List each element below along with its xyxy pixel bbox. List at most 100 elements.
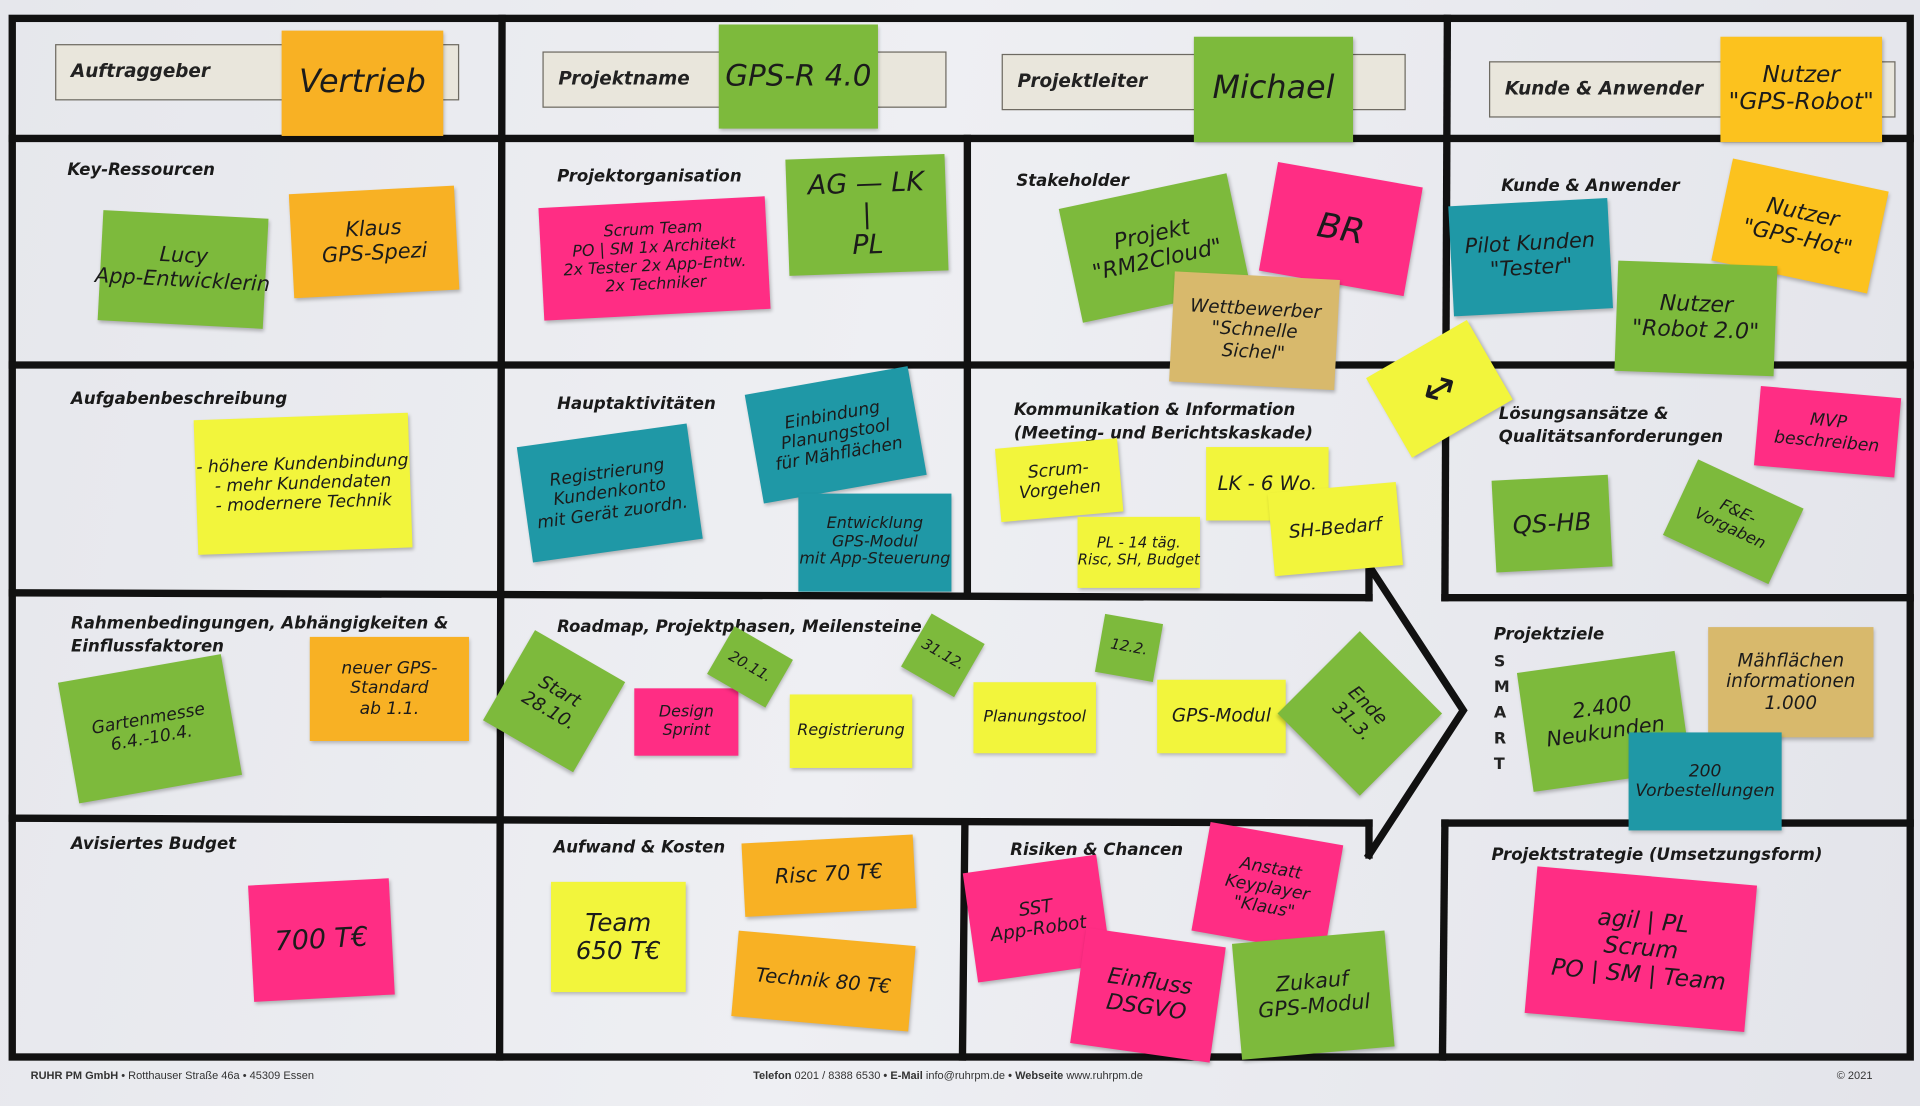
note-text: Vorbestellungen [1635,781,1775,802]
note-text: SH-Bedarf [1287,513,1383,544]
section-key-resources: Key-Ressourcen [67,160,215,181]
note-text: Standard [350,679,429,699]
section-communication: Kommunikation & Information (Meeting- un… [1014,399,1313,446]
note-text: neuer GPS- [341,659,438,679]
section-project-goals: Projektziele [1493,624,1605,645]
section-effort-costs: Aufwand & Kosten [553,837,726,858]
footer-web-label: • Webseite [1008,1069,1064,1082]
note-text: QS-HB [1511,506,1593,540]
note-text: "GPS-Robot" [1728,88,1874,116]
note-text: PO | SM | Team [1550,953,1727,996]
note-project-lead-value: Michael [1193,36,1354,143]
section-communication-line2: (Meeting- und Berichtskaskade) [1013,423,1313,444]
note-text: GPS-Modul [1171,704,1271,727]
section-project-org: Projektorganisation [557,166,742,187]
sticky-note: Scrum-Vorgehen [994,438,1124,523]
note-text: beschreiben [1773,427,1881,456]
footer-copyright: © 2021 [1836,1069,1873,1082]
note-text: Risc, SH, Budget [1077,551,1200,569]
smart-r: R [1493,729,1507,749]
smart-acronym: S M A R T [1494,649,1510,778]
footer-web: www.ruhrpm.de [1066,1069,1143,1082]
note-text: GPS-Modul [1257,989,1372,1024]
note-text: 1.000 [1764,691,1818,714]
note-text: Technik 80 T€ [754,962,893,998]
footer-company: RUHR PM GmbH [30,1069,119,1082]
footer-address: RUHR PM GmbH • Rotthauser Straße 46a • 4… [31,1069,314,1081]
note-text: | [861,199,873,231]
footer-phone: 0201 / 8388 6530 [794,1069,881,1082]
note-text: 200 [1688,761,1722,782]
footer-phone-label: Telefon [753,1069,792,1082]
note-text: PL [851,229,885,262]
note-project-name-value: GPS-R 4.0 [718,24,878,129]
note-text: 31.12. [918,635,968,674]
note-text: BR [1314,204,1368,253]
footer-address-text: • Rotthauser Straße 46a • 45309 Essen [121,1069,314,1082]
note-text: Michael [1212,69,1335,107]
note-text: Planungstool [983,707,1086,726]
note-text: Nutzer [1762,61,1840,89]
smart-a: A [1493,704,1507,723]
project-name-label: Projektname [558,67,690,90]
sticky-note: QS-HB [1491,474,1613,573]
note-text: Vertrieb [299,63,426,101]
section-roadmap: Roadmap, Projektphasen, Meilensteine [557,617,922,637]
note-text: Risc 70 T€ [774,859,884,890]
note-text: "Tester" [1489,253,1574,283]
section-solutions: Lösungsansätze & Qualitätsanforderungen [1499,403,1723,450]
section-constraints-line1: Rahmenbedingungen, Abhängigkeiten & [71,613,449,634]
section-solutions-line2: Qualitätsanforderungen [1498,427,1724,448]
section-budget: Avisiertes Budget [71,834,237,854]
note-text: Team [585,907,652,937]
sticky-note: SH-Bedarf [1267,482,1403,577]
note-text: App-Entwicklerin [94,263,271,298]
note-text: GPS-Modul [831,532,918,551]
sticky-note: 12.2. [1094,613,1164,682]
section-customer-user: Kunde & Anwender [1501,176,1680,196]
smart-s: S [1493,652,1506,672]
note-text: Mähflächen [1737,649,1845,672]
footer-email-label: • E-Mail [883,1069,923,1082]
smart-m: M [1493,678,1510,697]
section-task-description: Aufgabenbeschreibung [71,389,288,410]
note-text: informationen [1726,670,1856,693]
sticky-note: PL - 14 täg.Risc, SH, Budget [1077,516,1201,588]
footer-contact: Telefon 0201 / 8388 6530 • E-Mail info@r… [753,1069,1143,1081]
section-constraints: Rahmenbedingungen, Abhängigkeiten & Einf… [71,612,448,659]
sticky-note: Technik 80 T€ [731,930,916,1032]
note-text: Design [658,702,714,721]
note-text: GPS-R 4.0 [725,58,872,93]
sticky-note: Risc 70 T€ [741,834,917,917]
section-strategy: Projektstrategie (Umsetzungsform) [1491,845,1823,865]
note-text: mit App-Steuerung [799,550,951,569]
smart-t: T [1493,755,1505,775]
note-text: 20.11. [726,646,776,686]
sticky-note: Pilot Kunden"Tester" [1448,198,1613,317]
note-text: App-Robot [989,910,1088,946]
note-customer-value: Nutzer "GPS-Robot" [1720,36,1883,143]
double-arrow-icon: ↔ [1411,358,1467,419]
note-text: "Robot 2.0" [1631,315,1760,346]
sticky-note: LK - 6 Wo. [1206,447,1329,521]
sticky-note: Planungstool [973,682,1096,754]
note-text: Sprint [662,720,711,740]
note-text: 650 T€ [575,935,661,966]
section-risks: Risiken & Chancen [1010,840,1184,860]
note-text: ab 1.1. [359,698,420,719]
footer-email: info@ruhrpm.de [925,1069,1006,1082]
customer-label: Kunde & Anwender [1504,77,1704,100]
section-main-activities: Hauptaktivitäten [557,394,716,414]
